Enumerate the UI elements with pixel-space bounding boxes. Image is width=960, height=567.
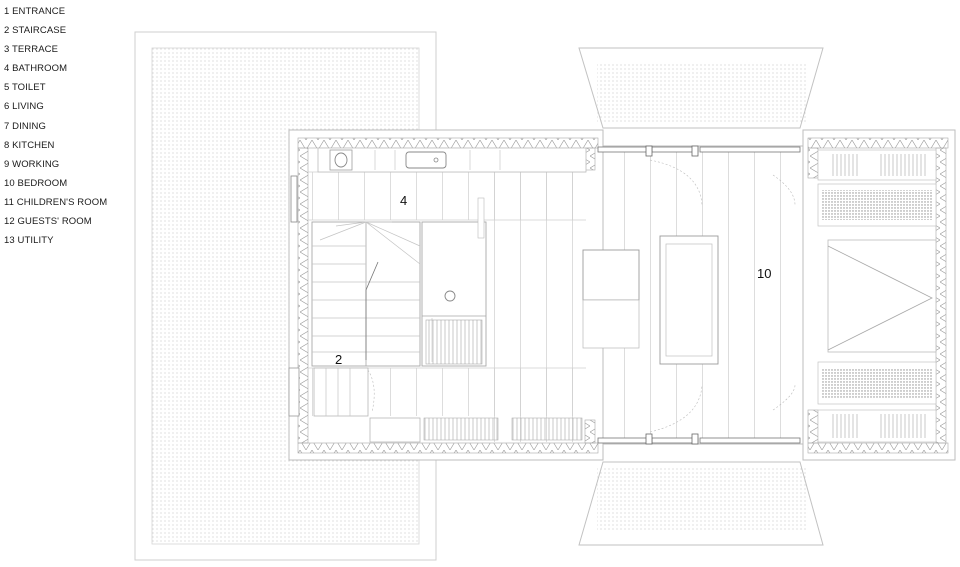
sink-icon bbox=[433, 157, 439, 163]
room-legend: 1 ENTRANCE 2 STAIRCASE 3 TERRACE 4 BATHR… bbox=[4, 2, 107, 250]
legend-item-terrace: 3 TERRACE bbox=[4, 44, 59, 56]
room-label-bathroom: 4 bbox=[400, 193, 407, 208]
legend-item-working: 9 WORKING bbox=[4, 158, 60, 170]
bedroom-furniture bbox=[582, 159, 796, 433]
legend-item-dining: 7 DINING bbox=[4, 120, 46, 132]
legend-item-bathroom: 4 BATHROOM bbox=[4, 63, 68, 75]
legend-item-guests-room: 12 GUESTS' ROOM bbox=[4, 216, 92, 228]
drain-icon bbox=[444, 290, 456, 302]
bathroom-fixtures bbox=[290, 147, 587, 223]
room-label-staircase: 2 bbox=[335, 352, 342, 367]
staircase bbox=[288, 221, 421, 417]
legend-item-childrens-room: 11 CHILDREN'S ROOM bbox=[4, 196, 108, 208]
toilet-icon bbox=[334, 152, 348, 168]
right-bottom-roof bbox=[578, 461, 824, 546]
shower-area bbox=[421, 197, 487, 367]
legend-item-living: 6 LIVING bbox=[4, 101, 44, 113]
right-wing bbox=[817, 149, 937, 443]
right-top-roof bbox=[578, 47, 824, 129]
insulated-walls bbox=[297, 137, 949, 454]
legend-item-toilet: 5 TOILET bbox=[4, 82, 46, 94]
legend-item-staircase: 2 STAIRCASE bbox=[4, 25, 67, 37]
bottom-cabinets bbox=[369, 417, 583, 443]
legend-item-entrance: 1 ENTRANCE bbox=[4, 6, 66, 17]
windows bbox=[597, 145, 801, 445]
legend-item-utility: 13 UTILITY bbox=[4, 235, 54, 247]
room-label-bedroom: 10 bbox=[757, 266, 771, 281]
legend-item-bedroom: 10 BEDROOM bbox=[4, 177, 68, 189]
legend-item-kitchen: 8 KITCHEN bbox=[4, 139, 55, 151]
